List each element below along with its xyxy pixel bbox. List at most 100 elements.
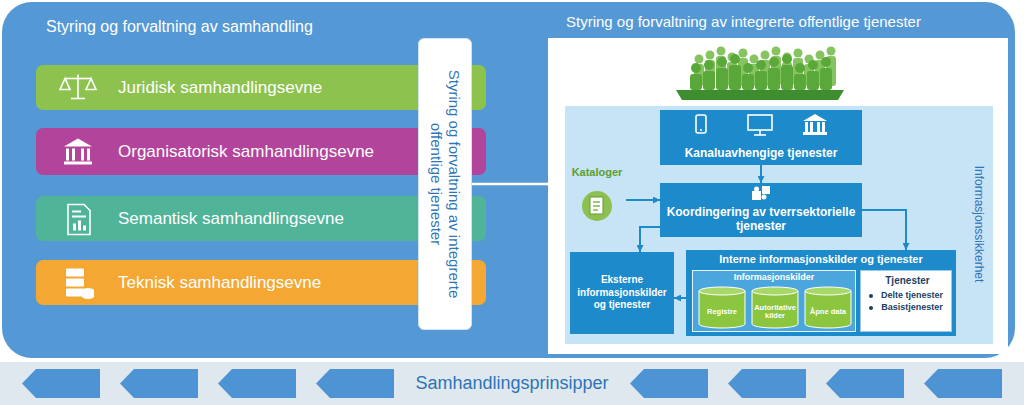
drawing-part bbox=[582, 191, 612, 221]
drawing-part bbox=[739, 49, 748, 58]
node-label: Juridisk samhandlingsevne bbox=[118, 78, 322, 98]
drawing-part bbox=[66, 149, 69, 161]
drawing-part bbox=[593, 201, 600, 202]
drawing-part bbox=[82, 294, 94, 299]
drawing-part bbox=[769, 57, 779, 67]
drawing-part bbox=[716, 68, 728, 90]
authoritative-cylinder: Autoritative kilder bbox=[750, 285, 800, 329]
drawing-part bbox=[803, 132, 827, 135]
principles-band: Samhandlingsprinsipper bbox=[0, 362, 1024, 405]
drawing-part bbox=[316, 369, 394, 398]
node-label: Organisatorisk samhandlingsevne bbox=[118, 142, 374, 162]
drawing-part bbox=[65, 78, 91, 80]
drawing-part bbox=[924, 369, 1002, 398]
drawing-part bbox=[743, 63, 753, 73]
integrated-services-panel: Styring og forvaltning av integrerte off… bbox=[548, 8, 1008, 354]
drawing-part bbox=[68, 205, 90, 235]
drawing-part bbox=[699, 291, 745, 328]
drawing-part bbox=[805, 287, 851, 295]
drawing-part bbox=[810, 122, 813, 132]
open-data-cylinder: Åpne data bbox=[803, 285, 853, 329]
drawing-part bbox=[822, 122, 825, 132]
drawing-part bbox=[807, 71, 819, 90]
node-label: Kanaluavhengige tjenester bbox=[685, 146, 838, 160]
drawing-part bbox=[717, 47, 726, 56]
drawing-part bbox=[66, 269, 94, 300]
drawing-part bbox=[72, 216, 86, 218]
drawing-part bbox=[827, 47, 836, 56]
drawing-part bbox=[60, 79, 70, 90]
drawing-part bbox=[794, 49, 803, 58]
drawing-part bbox=[752, 191, 761, 200]
connector bbox=[640, 227, 660, 252]
catalogue-node: Kataloger bbox=[568, 166, 626, 230]
drawing-part bbox=[772, 47, 781, 56]
node-label: Eksterne informasjonskilder og tjenester bbox=[573, 274, 671, 312]
node-label: Koordingering av tverrsektorielle tjenes… bbox=[664, 206, 858, 234]
drawing-part bbox=[808, 60, 818, 70]
node-label: Kataloger bbox=[568, 166, 626, 178]
drawing-part bbox=[72, 149, 75, 161]
node-label: Åpne data bbox=[810, 308, 846, 316]
drawing-part bbox=[72, 211, 81, 213]
drawing-part bbox=[66, 269, 84, 277]
drawing-part bbox=[781, 65, 793, 90]
drawing-part bbox=[695, 55, 704, 64]
drawing-part bbox=[803, 114, 827, 135]
drawing-part bbox=[699, 287, 745, 295]
drawing-part bbox=[756, 60, 766, 70]
drawing-part bbox=[66, 289, 84, 297]
node-label: Teknisk samhandlingsevne bbox=[118, 273, 321, 293]
drawing-part bbox=[73, 224, 76, 231]
drawing-part bbox=[71, 98, 85, 100]
drawing-part bbox=[817, 122, 820, 132]
connector bbox=[674, 297, 686, 299]
connector bbox=[626, 199, 660, 201]
node-label: Styring og forvaltning av integrerte off… bbox=[419, 39, 471, 329]
security-panel: Informasjonssikkerhet Kanaluavhengige tje… bbox=[565, 106, 993, 344]
drawing-part bbox=[821, 57, 831, 67]
drawing-part bbox=[704, 60, 714, 70]
drawing-part bbox=[60, 75, 96, 99]
connector bbox=[862, 210, 906, 250]
drawing-part bbox=[768, 68, 780, 90]
drawing-part bbox=[803, 114, 827, 121]
node-label: Styring og forvaltning av integrerte off… bbox=[566, 13, 921, 30]
drawing-part bbox=[66, 269, 94, 300]
drawing-part bbox=[762, 186, 770, 194]
drawing-part bbox=[826, 369, 904, 398]
information-sources-box: InformasjonskilderRegistreAutoritative k… bbox=[692, 270, 856, 332]
drawing-part bbox=[782, 54, 792, 64]
drawing-part bbox=[752, 287, 798, 295]
drawing-part bbox=[81, 149, 84, 161]
vertical-governance-box: Styring og forvaltning av integrerte off… bbox=[418, 38, 472, 330]
channel-services-box: Kanaluavhengige tjenester bbox=[660, 110, 862, 165]
drawing-part bbox=[696, 115, 772, 135]
coordination-box: Koordingering av tverrsektorielle tjenes… bbox=[660, 183, 862, 237]
drawing-part bbox=[752, 291, 798, 328]
drawing-part bbox=[68, 205, 90, 235]
node-label: Tjenester bbox=[868, 274, 947, 287]
drawing-part bbox=[630, 369, 708, 398]
node-label: Informasjonskilder bbox=[695, 272, 853, 282]
node-label: Semantisk samhandlingsevne bbox=[118, 209, 344, 229]
drawing-part bbox=[593, 209, 598, 210]
register-cylinder: Registre bbox=[697, 285, 747, 329]
drawing-part bbox=[752, 186, 770, 200]
drawing-part bbox=[64, 139, 92, 165]
drawing-part bbox=[64, 139, 92, 165]
node-label: Styring og forvaltning av samhandling bbox=[46, 18, 313, 36]
outer-panel: Styring og forvaltning av samhandlingJur… bbox=[2, 2, 1015, 358]
drawing-part bbox=[761, 51, 770, 60]
drawing-part bbox=[762, 195, 767, 200]
drawing-part bbox=[22, 369, 100, 398]
node-item: Basistjenester bbox=[868, 302, 947, 314]
drawing-part bbox=[68, 205, 90, 235]
drawing-part bbox=[748, 115, 772, 130]
external-sources-box: Eksterne informasjonskilder og tjenester bbox=[570, 252, 674, 334]
drawing-part bbox=[120, 369, 198, 398]
drawing-part bbox=[590, 197, 603, 214]
drawing-part bbox=[754, 134, 766, 136]
node-label: Informasjonssikkerhet bbox=[969, 106, 989, 342]
